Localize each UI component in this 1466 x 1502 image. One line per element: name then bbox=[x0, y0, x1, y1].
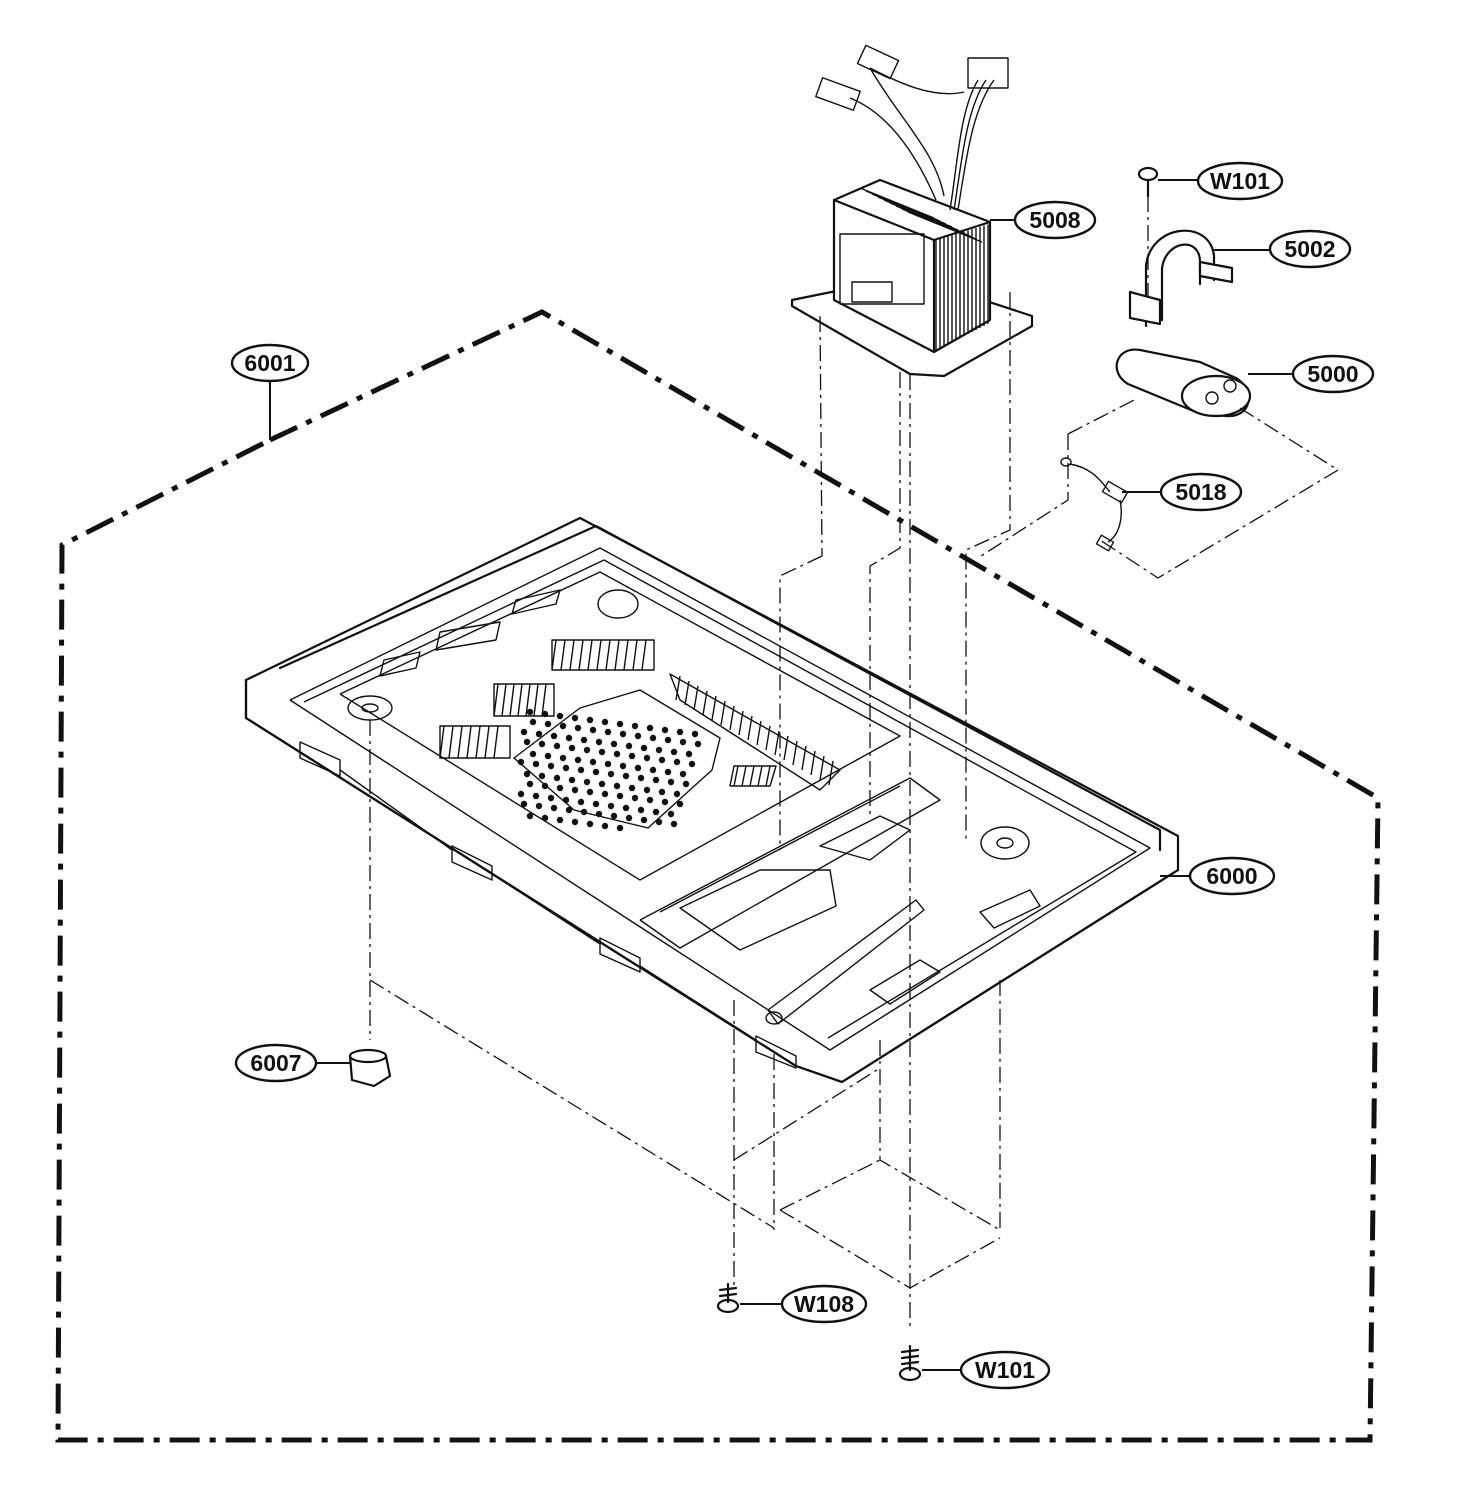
base-plate bbox=[244, 516, 1180, 1084]
callout-label: W101 bbox=[1210, 168, 1270, 194]
vent-slot-lines bbox=[439, 639, 834, 787]
callout-5000: 5000 bbox=[1248, 354, 1375, 394]
callout-label: 5008 bbox=[1029, 207, 1080, 233]
assembly-boundary bbox=[55, 309, 1381, 1443]
screw-w108 bbox=[716, 1282, 740, 1314]
vent-holes bbox=[517, 708, 702, 832]
callout-label: 5000 bbox=[1307, 361, 1358, 387]
capacitor-bracket bbox=[1128, 229, 1234, 328]
callout-w101-bottom: W101 bbox=[922, 1350, 1051, 1390]
callout-5018: 5018 bbox=[1122, 472, 1243, 512]
callout-label: 5002 bbox=[1284, 236, 1335, 262]
callout-5008: 5008 bbox=[990, 200, 1097, 240]
callout-w101-top: W101 bbox=[1158, 161, 1284, 201]
callout-label: 6001 bbox=[244, 350, 295, 376]
callout-w108: W108 bbox=[740, 1284, 868, 1324]
callout-label: W101 bbox=[975, 1357, 1035, 1383]
transformer-fins bbox=[859, 187, 989, 350]
callout-label: 6000 bbox=[1206, 863, 1257, 889]
callout-label: W108 bbox=[794, 1291, 854, 1317]
transformer-wires bbox=[815, 44, 1009, 211]
callout-6007: 6007 bbox=[234, 1043, 350, 1083]
reference-lines bbox=[369, 196, 1340, 1330]
hv-diode bbox=[1060, 457, 1129, 552]
screw-w101-bottom bbox=[898, 1344, 922, 1382]
foot bbox=[348, 1048, 392, 1088]
callout-label: 5018 bbox=[1175, 479, 1226, 505]
callout-6000: 6000 bbox=[1160, 856, 1276, 896]
callout-5002: 5002 bbox=[1214, 229, 1352, 269]
screw-w101-top bbox=[1137, 166, 1159, 198]
callout-label: 6007 bbox=[250, 1050, 301, 1076]
callout-6001: 6001 bbox=[230, 343, 310, 440]
capacitor bbox=[1115, 348, 1252, 418]
